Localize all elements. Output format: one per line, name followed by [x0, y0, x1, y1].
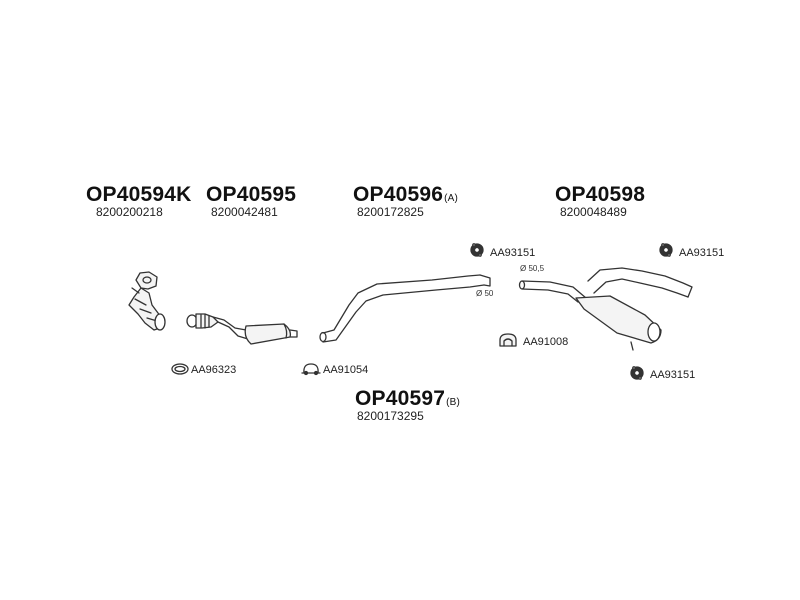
part-code-op40594k: OP40594K	[86, 183, 192, 207]
label-aa91054: AA91054	[323, 364, 369, 376]
part-code-suffix: (A)	[444, 193, 459, 204]
label-aa96323: AA96323	[191, 364, 237, 376]
oem-number-op40598: 8200048489	[560, 205, 627, 219]
part-code-text: OP40595	[206, 183, 297, 206]
intermediate-pipe-part	[319, 274, 491, 343]
gasket-icon	[470, 243, 484, 257]
part-code-op40595: OP40595	[206, 183, 296, 207]
part-code-text: OP40594K	[86, 183, 192, 206]
part-code-op40597: OP40597(B)	[355, 387, 460, 411]
rear-silencer-part	[518, 267, 693, 351]
part-code-text: OP40598	[555, 183, 646, 206]
rubber-hanger-icon	[499, 333, 517, 347]
oem-number-op40596: 8200172825	[357, 205, 424, 219]
part-code-op40596: OP40596(A)	[353, 183, 458, 207]
oem-number-op40594k: 8200200218	[96, 205, 163, 219]
front-pipe-part	[186, 313, 298, 345]
label-aa91008: AA91008	[523, 336, 569, 348]
gasket-icon	[630, 366, 644, 380]
part-code-text: OP40597	[355, 387, 446, 410]
label-aa93151-top-right: AA93151	[679, 247, 725, 259]
dimension-pipe-50: Ø 50	[476, 289, 494, 298]
u-bolt-clamp-icon	[301, 363, 321, 376]
part-code-suffix: (B)	[446, 397, 461, 408]
gasket-icon	[659, 243, 673, 257]
catalytic-converter-part	[128, 271, 166, 331]
part-code-text: OP40596	[353, 183, 444, 206]
oem-number-op40597: 8200173295	[357, 409, 424, 423]
clamp-ring-icon	[171, 363, 189, 375]
label-aa93151-top-left: AA93151	[490, 247, 536, 259]
label-aa93151-bottom: AA93151	[650, 369, 696, 381]
part-code-op40598: OP40598	[555, 183, 645, 207]
dimension-pipe-50-5: Ø 50,5	[520, 264, 545, 273]
oem-number-op40595: 8200042481	[211, 205, 278, 219]
